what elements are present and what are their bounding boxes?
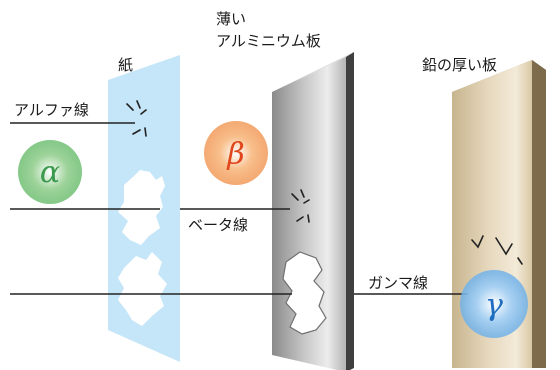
alpha-impact-mark: [126, 100, 147, 137]
paper-tear-lower: [118, 252, 167, 326]
alpha-particle: α: [18, 140, 82, 204]
gamma-symbol: γ: [485, 288, 503, 323]
label-paper: 紙: [118, 56, 133, 74]
label-beta-ray: ベータ線: [188, 216, 248, 234]
beta-symbol: β: [226, 137, 244, 172]
label-aluminum-line2: アルミニウム板: [216, 32, 321, 50]
label-aluminum-line1: 薄い: [216, 10, 246, 28]
aluminum-plate-side: [346, 52, 354, 370]
lead-plate-side: [532, 60, 546, 368]
beta-impact-mark: [291, 189, 310, 223]
paper-tear-upper: [118, 170, 165, 245]
alpha-particle-glow: [18, 140, 82, 204]
beta-particle-glow: [204, 121, 268, 185]
gamma-particle: γ: [460, 270, 528, 338]
gamma-particle-glow: [460, 270, 528, 338]
label-lead: 鉛の厚い板: [422, 56, 497, 74]
label-alpha-ray: アルファ線: [14, 101, 89, 119]
alpha-symbol: α: [40, 155, 60, 190]
gamma-impact-mark: [471, 235, 523, 265]
aluminum-plate-front: [272, 57, 346, 370]
aluminum-tear: [282, 251, 327, 335]
beta-particle: β: [204, 121, 268, 185]
label-gamma-ray: ガンマ線: [368, 274, 428, 292]
aluminum-plate-top: [272, 52, 354, 92]
